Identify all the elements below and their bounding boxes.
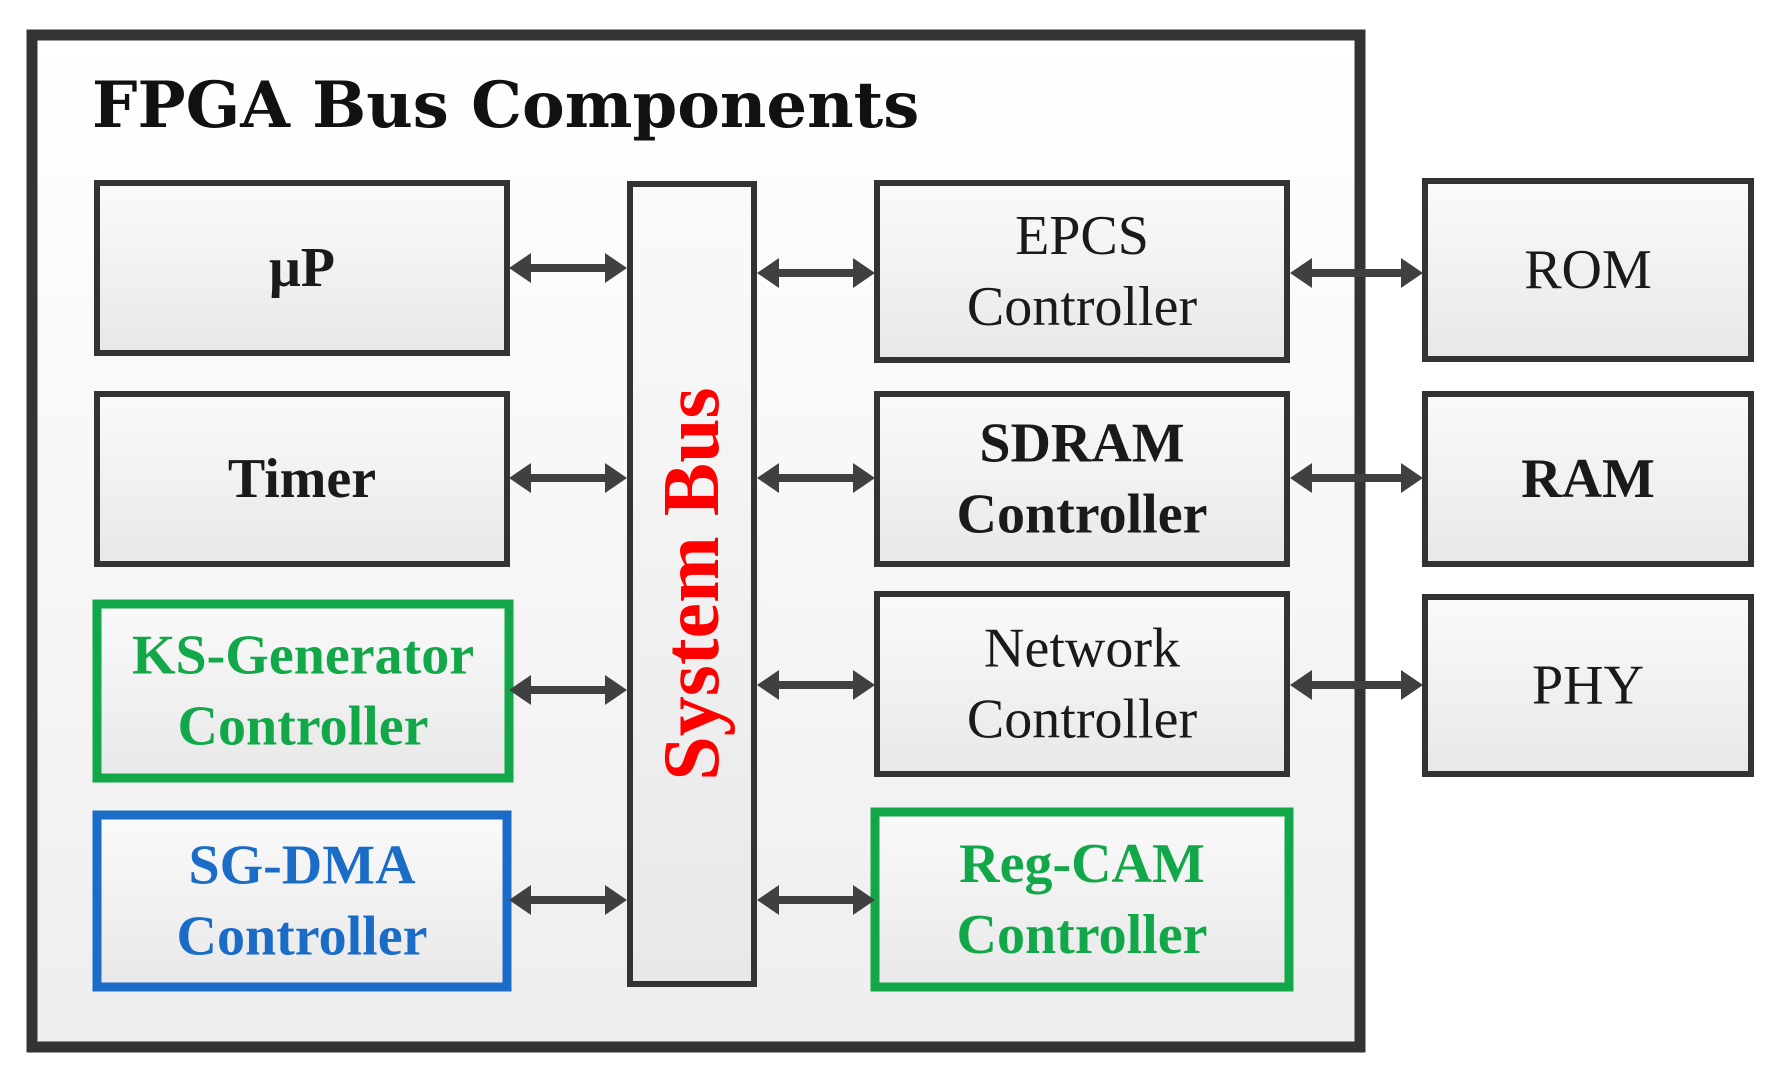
block-reg-cam: Reg-CAM Controller (870, 807, 1294, 992)
block-epcs-label-line: Controller (967, 276, 1198, 338)
arrow-bus-epcs (757, 258, 875, 288)
block-rom-label-line: ROM (1524, 239, 1652, 301)
block-network-label-line: Network (984, 618, 1180, 680)
block-sdram-frame (874, 391, 1290, 567)
block-network-frame (874, 591, 1290, 777)
arrow-epcs-rom (1290, 258, 1423, 288)
block-network-label-line: Controller (967, 689, 1198, 751)
blocks-layer: μPTimerKS-GeneratorControllerSG-DMAContr… (92, 178, 1754, 992)
block-sdram-label-line: Controller (957, 484, 1208, 546)
block-sg-dma: SG-DMA Controller (92, 810, 512, 992)
block-phy-label-line: PHY (1532, 655, 1644, 717)
block-up: μP (94, 180, 510, 356)
arrow-network-phy (1290, 670, 1423, 700)
block-reg-cam-label-line: Controller (957, 904, 1208, 966)
block-epcs-label-line: EPCS (1015, 205, 1149, 267)
block-sdram: SDRAM Controller (874, 391, 1290, 567)
block-epcs: EPCS Controller (874, 180, 1290, 363)
block-rom-frame (1422, 178, 1754, 362)
arrow-timer-bus (509, 463, 627, 493)
container-title: FPGA Bus Components (92, 68, 919, 143)
arrow-bus-network (757, 670, 875, 700)
block-up-frame (94, 180, 510, 356)
block-epcs-frame (874, 180, 1290, 363)
block-rom: ROM (1422, 178, 1754, 362)
block-sdram-label-line: SDRAM (979, 413, 1184, 475)
block-ram-label-line: RAM (1521, 448, 1655, 510)
arrow-bus-sdram (757, 463, 875, 493)
block-phy-frame (1422, 594, 1754, 777)
block-ram: RAM (1422, 391, 1754, 567)
block-timer: Timer (94, 391, 510, 567)
system-bus-label: System Bus (648, 387, 736, 780)
arrow-sdram-ram (1290, 463, 1423, 493)
block-ks-generator-label-line: Controller (178, 696, 429, 758)
block-ks-generator-label-line: KS-Generator (132, 625, 474, 687)
arrow-ks-generator-bus (509, 675, 627, 705)
arrows-layer (509, 253, 1423, 915)
block-ks-generator-frame (92, 599, 514, 783)
block-phy: PHY (1422, 594, 1754, 777)
block-sg-dma-label-line: Controller (177, 906, 428, 968)
block-timer-frame (94, 391, 510, 567)
block-sg-dma-label-line: SG-DMA (188, 835, 416, 897)
block-ram-frame (1422, 391, 1754, 567)
block-reg-cam-frame (870, 807, 1294, 992)
block-up-label-line: μP (269, 237, 335, 299)
arrow-bus-reg-cam (757, 885, 875, 915)
block-sg-dma-frame (92, 810, 512, 992)
arrow-sg-dma-bus (509, 885, 627, 915)
arrow-up-bus (509, 253, 627, 283)
system-bus-bar (627, 181, 757, 987)
block-timer-label-line: Timer (228, 448, 376, 510)
block-reg-cam-label-line: Reg-CAM (959, 833, 1205, 895)
system-bus: System Bus (627, 181, 757, 987)
